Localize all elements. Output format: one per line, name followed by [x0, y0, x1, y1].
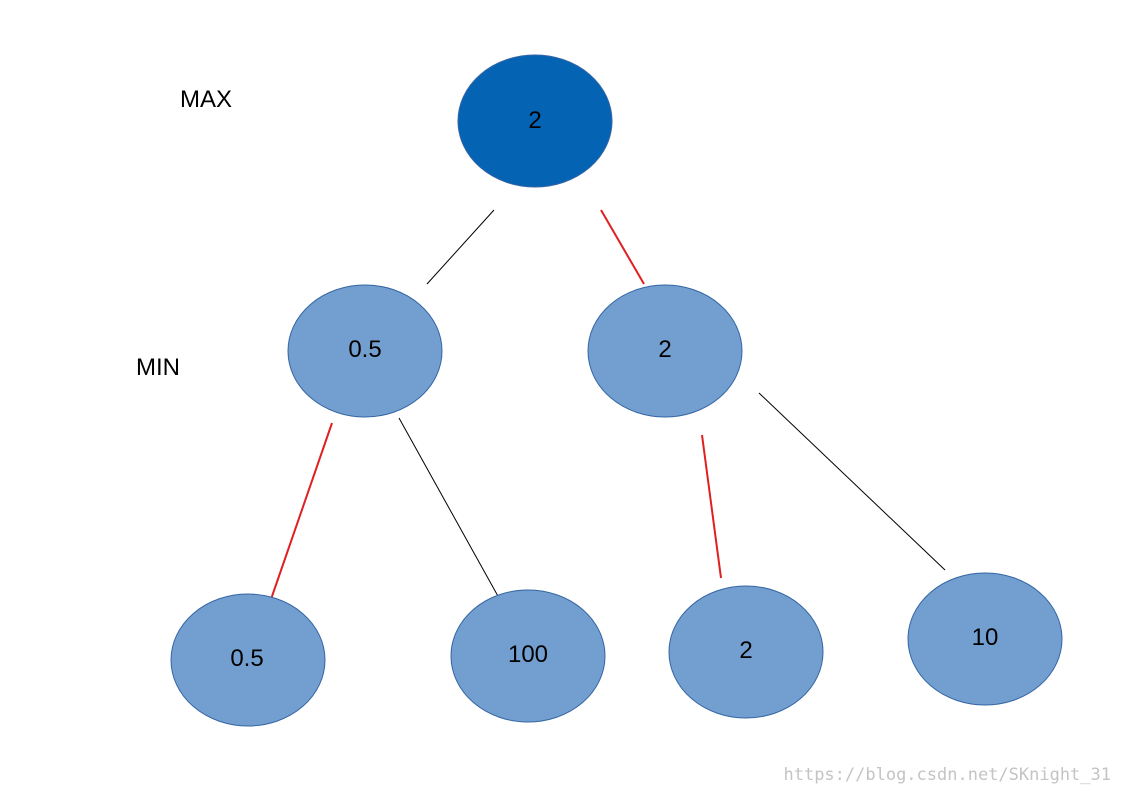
root-node-circle [457, 54, 613, 188]
edge-min-left-to-leaf-2 [398, 417, 500, 599]
leaf-node-2: 100 [450, 589, 606, 723]
leaf-node-3: 2 [668, 585, 824, 719]
leaf-node-1-value: 0.5 [230, 645, 263, 672]
min-node-left-circle [287, 284, 443, 418]
min-level-label: MIN [136, 354, 180, 381]
min-node-right-circle [587, 284, 743, 418]
edge-root-to-min-left [426, 209, 495, 285]
min-node-right: 2 [587, 284, 743, 418]
leaf-node-3-value: 2 [739, 637, 752, 664]
edge-min-right-to-leaf-3 [701, 434, 722, 579]
leaf-node-1-circle [170, 593, 326, 727]
min-node-left-value: 0.5 [348, 336, 381, 363]
min-node-right-value: 2 [658, 336, 671, 363]
leaf-node-2-circle [450, 589, 606, 723]
root-node: 2 [457, 54, 613, 188]
max-level-label: MAX [180, 86, 232, 113]
leaf-node-4-circle [907, 572, 1063, 706]
root-node-value: 2 [528, 107, 541, 134]
edge-min-left-to-leaf-1 [268, 422, 333, 606]
leaf-node-4-value: 10 [972, 624, 999, 651]
min-node-left: 0.5 [287, 284, 443, 418]
leaf-node-4: 10 [907, 572, 1063, 706]
watermark-text: https://blog.csdn.net/SKnight_31 [783, 765, 1111, 785]
edge-min-right-to-leaf-4 [758, 392, 946, 571]
edge-root-to-min-right [600, 209, 645, 285]
leaf-node-3-circle [668, 585, 824, 719]
leaf-node-2-value: 100 [508, 641, 548, 668]
leaf-node-1: 0.5 [170, 593, 326, 727]
